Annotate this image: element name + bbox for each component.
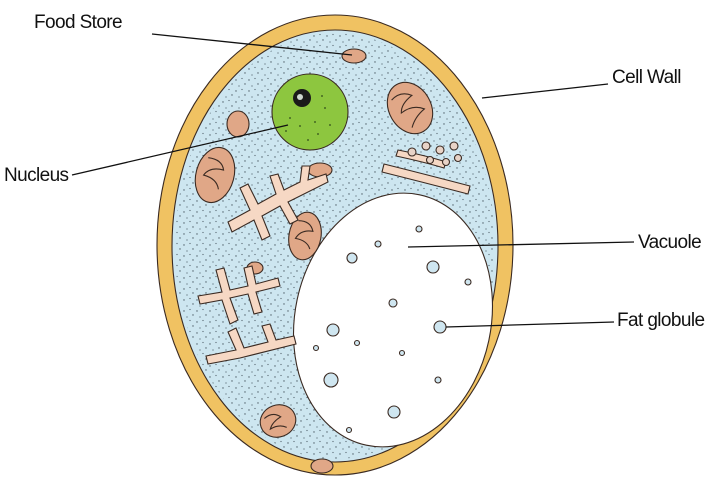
label-cell-wall: Cell Wall <box>612 67 681 88</box>
label-nucleus: Nucleus <box>4 165 69 186</box>
label-vacuole: Vacuole <box>638 232 701 253</box>
nucleus <box>272 74 348 150</box>
label-food-store: Food Store <box>34 12 122 33</box>
label-fat-globule: Fat globule <box>617 310 704 331</box>
leader-cell-wall <box>482 84 608 98</box>
